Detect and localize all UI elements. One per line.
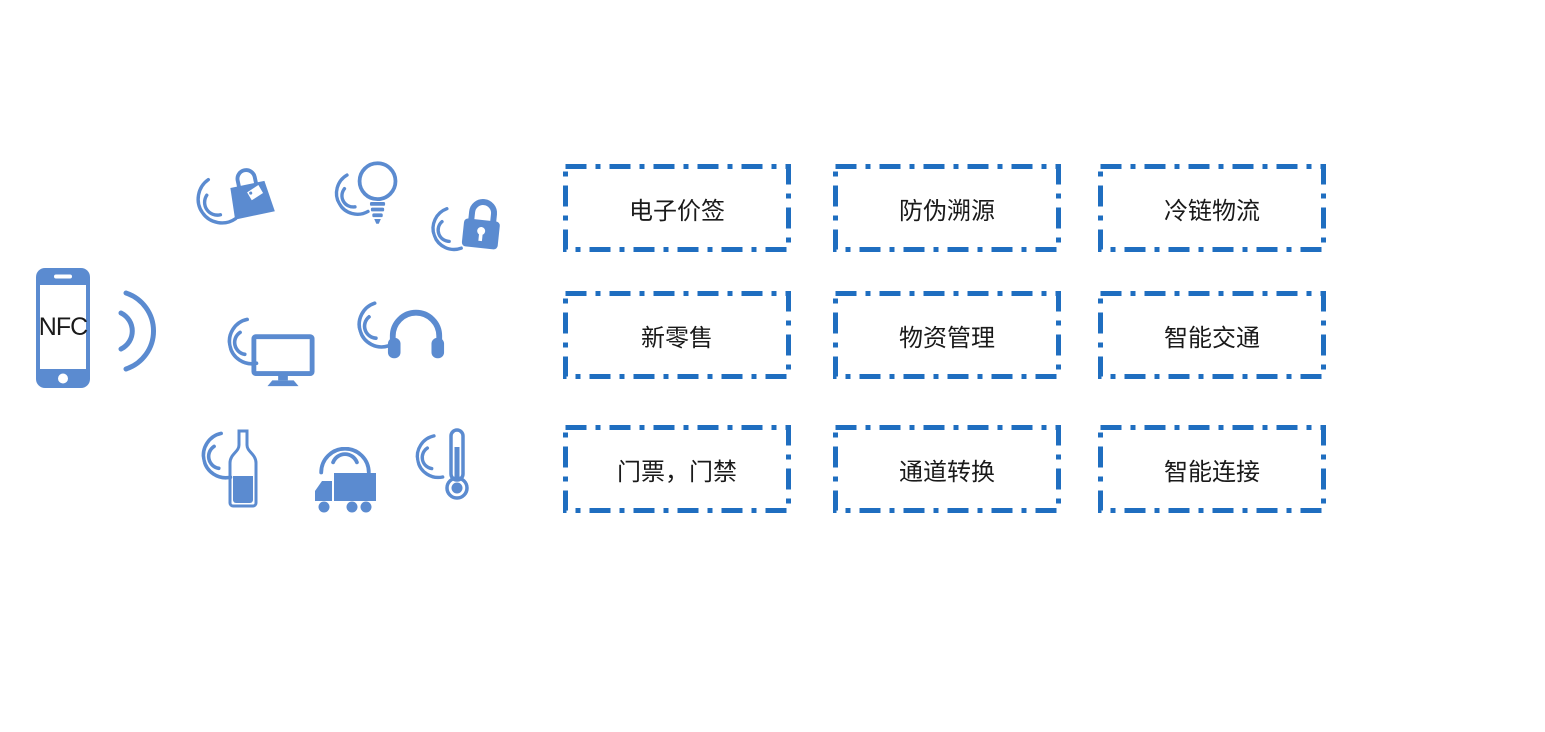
- dashed-border: [833, 425, 1061, 513]
- signal-waves-icon: [201, 431, 233, 480]
- signal-waves-icon: [227, 317, 259, 366]
- dashed-border: [1098, 164, 1326, 252]
- signal-waves-icon: [196, 177, 238, 225]
- usecase-box-new-retail: 新零售: [562, 290, 792, 380]
- usecase-label: 电子价签: [629, 197, 725, 225]
- dashed-border: [563, 425, 791, 513]
- usecase-label: 新零售: [641, 324, 713, 352]
- monitor-icon: [251, 334, 315, 387]
- dashed-border: [1098, 291, 1326, 379]
- truck-icon: [315, 473, 376, 513]
- usecase-label: 通道转换: [899, 458, 995, 486]
- signal-waves-icon: [118, 290, 157, 372]
- headphones-icon: [387, 309, 445, 359]
- padlock-icon: [461, 199, 500, 250]
- usecase-label: 门票，门禁: [617, 458, 737, 486]
- dashed-border: [833, 164, 1061, 252]
- usecase-label: 冷链物流: [1164, 197, 1260, 225]
- signal-waves-icon: [334, 173, 370, 216]
- dashed-border: [1098, 425, 1326, 513]
- dashed-border: [833, 291, 1061, 379]
- usecase-box-smart-transportation: 智能交通: [1097, 290, 1327, 380]
- usecase-label: 防伪溯源: [899, 197, 995, 225]
- usecase-box-anti-counterfeit-traceability: 防伪溯源: [832, 163, 1062, 253]
- nfc-label: NFC: [38, 312, 88, 341]
- signal-waves-icon: [319, 447, 371, 475]
- usecase-label: 智能连接: [1164, 458, 1260, 486]
- light-bulb-icon: [357, 161, 398, 224]
- usecase-box-cold-chain-logistics: 冷链物流: [1097, 163, 1327, 253]
- signal-waves-icon: [431, 207, 463, 252]
- thermometer-icon: [445, 428, 469, 500]
- usecase-box-electronic-price-tag: 电子价签: [562, 163, 792, 253]
- usecase-label: 物资管理: [899, 324, 995, 352]
- signal-waves-icon: [415, 434, 445, 480]
- wine-bottle-icon: [228, 429, 258, 508]
- usecase-box-tickets-access-control: 门票，门禁: [562, 424, 792, 514]
- smartphone-icon: [36, 268, 90, 388]
- nfc-phone-icon: NFC: [34, 266, 92, 390]
- usecase-box-smart-connection: 智能连接: [1097, 424, 1327, 514]
- usecase-box-material-management: 物资管理: [832, 290, 1062, 380]
- shopping-bag-icon: [230, 168, 275, 220]
- dashed-border: [563, 164, 791, 252]
- signal-waves-icon: [357, 301, 391, 349]
- usecase-box-channel-conversion: 通道转换: [832, 424, 1062, 514]
- dashed-border: [563, 291, 791, 379]
- usecase-label: 智能交通: [1164, 324, 1260, 352]
